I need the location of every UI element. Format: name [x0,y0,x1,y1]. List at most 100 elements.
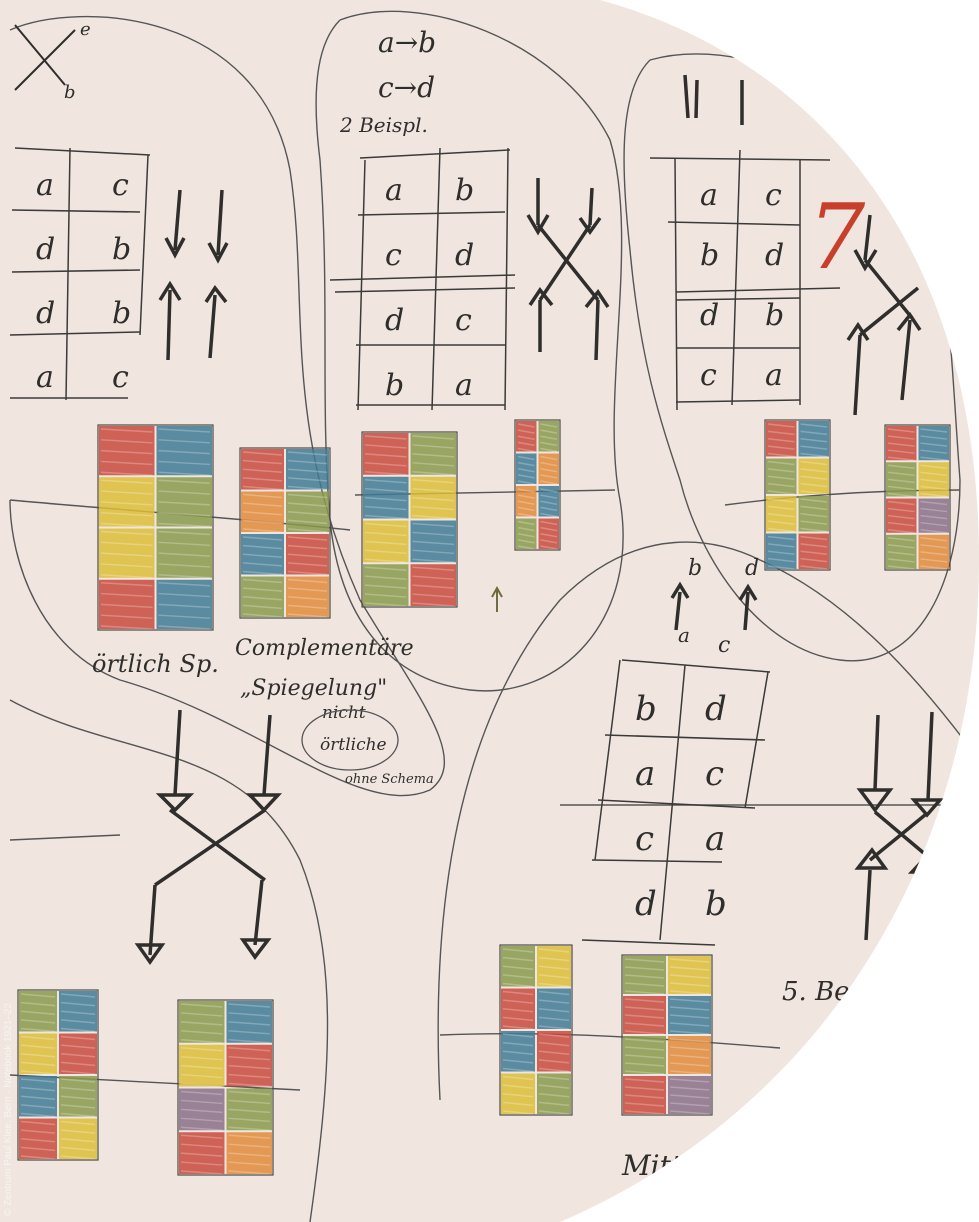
color-cell-green [363,564,409,606]
pencil-hatch [228,1170,271,1175]
pencil-hatch [180,1117,223,1123]
pencil-hatch [538,1067,570,1073]
pencil-hatch [180,1030,223,1035]
color-cell-red [363,433,409,475]
color-cell-yellow [537,946,571,987]
pencil-hatch [60,1044,96,1049]
colored-pencil-blocks [17,419,951,1176]
pencil-hatch [412,453,455,458]
pencil-hatch [887,551,915,556]
cross-arrows-top-left [14,24,76,91]
pencil-hatch [920,514,948,520]
color-cell-red [99,579,155,629]
pencil-hatch [540,488,558,493]
pencil-hatch [887,529,915,534]
color-cell-yellow [99,528,155,578]
pencil-hatch [412,558,455,563]
pencil-hatch [364,549,407,555]
color-cell-blue [241,534,284,575]
pencil-hatch [538,1084,570,1089]
pencil-hatch [100,522,153,528]
pencil-hatch [287,604,328,610]
pencil-hatch [60,1001,96,1007]
pencil-hatch [412,496,455,502]
color-cell-green [501,946,535,987]
pencil-hatch [517,441,535,447]
color-cell-green [886,534,917,569]
pencil-hatch [412,584,455,589]
pencil-hatch [20,1155,56,1160]
pencil-hatch [158,501,211,506]
pencil-hatch [920,442,948,447]
color-cell-purple [668,1076,711,1114]
color-cell-yellow [363,520,409,563]
pencil-hatch [920,507,948,513]
color-cell-red [410,564,456,606]
color-block [499,944,573,1116]
pencil-hatch [517,520,535,526]
pencil-hatch [800,498,828,503]
label-complementaere-1: Complementäre [235,636,414,661]
pencil-hatch [242,459,283,465]
pencil-hatch [538,1025,570,1030]
pencil-hatch [20,1053,56,1058]
pencil-hatch [20,1001,56,1007]
pencil-hatch [20,1044,56,1049]
pencil-hatch [517,455,535,461]
color-cell-red [226,1044,272,1087]
pencil-hatch [920,435,948,440]
color-cell-blue [538,486,559,517]
pencil-hatch [60,1053,96,1058]
pencil-hatch [540,526,558,532]
grid-letter: d [455,238,474,273]
pencil-hatch [517,539,535,544]
label-example-2: 2 Beispl. [339,113,428,137]
pencil-hatch [624,998,665,1003]
pencil-hatch [669,1006,710,1011]
pencil-hatch [60,993,96,998]
pencil-hatch [540,533,558,538]
pencil-hatch [502,990,534,996]
pencil-hatch [538,1059,570,1064]
pencil-hatch [920,428,948,433]
pencil-hatch [20,1129,56,1134]
pencil-hatch [180,1108,223,1114]
pencil-hatch [624,1030,665,1035]
pencil-hatch [920,478,948,484]
color-cell-orange [226,1132,272,1174]
color-block-frame [514,419,561,551]
pencil-hatch [538,982,570,988]
pencil-hatch [180,1134,223,1139]
pencil-hatch [887,500,915,506]
label-oertlich: örtlich Sp. [92,650,219,678]
pencil-hatch [540,520,558,526]
pencil-hatch [60,1086,96,1092]
pencil-hatch [800,423,828,428]
pencil-hatch [242,562,283,567]
pencil-hatch [60,1146,96,1152]
pencil-hatch [767,438,795,443]
color-cell-red [241,449,284,490]
label-b-top: b [64,82,76,103]
pencil-hatch [540,500,558,505]
pencil-hatch [920,544,948,549]
pencil-hatch [502,982,534,988]
pencil-hatch [412,593,455,598]
color-cell-orange [241,491,284,532]
pencil-hatch [412,444,455,449]
color-cell-blue [537,988,571,1029]
pencil-hatch [887,435,915,440]
pencil-hatch [517,533,535,538]
color-cell-blue [363,476,409,519]
pencil-hatch [502,956,534,962]
pencil-hatch [100,625,153,630]
color-cell-yellow [19,1033,57,1074]
label-complementaere-2: „Spiegelung" [240,676,387,701]
grid-letter: b [385,368,404,403]
pencil-hatch [502,974,534,979]
pencil-hatch [920,558,948,563]
pencil-hatch [624,966,665,971]
pencil-hatch [228,1108,271,1114]
